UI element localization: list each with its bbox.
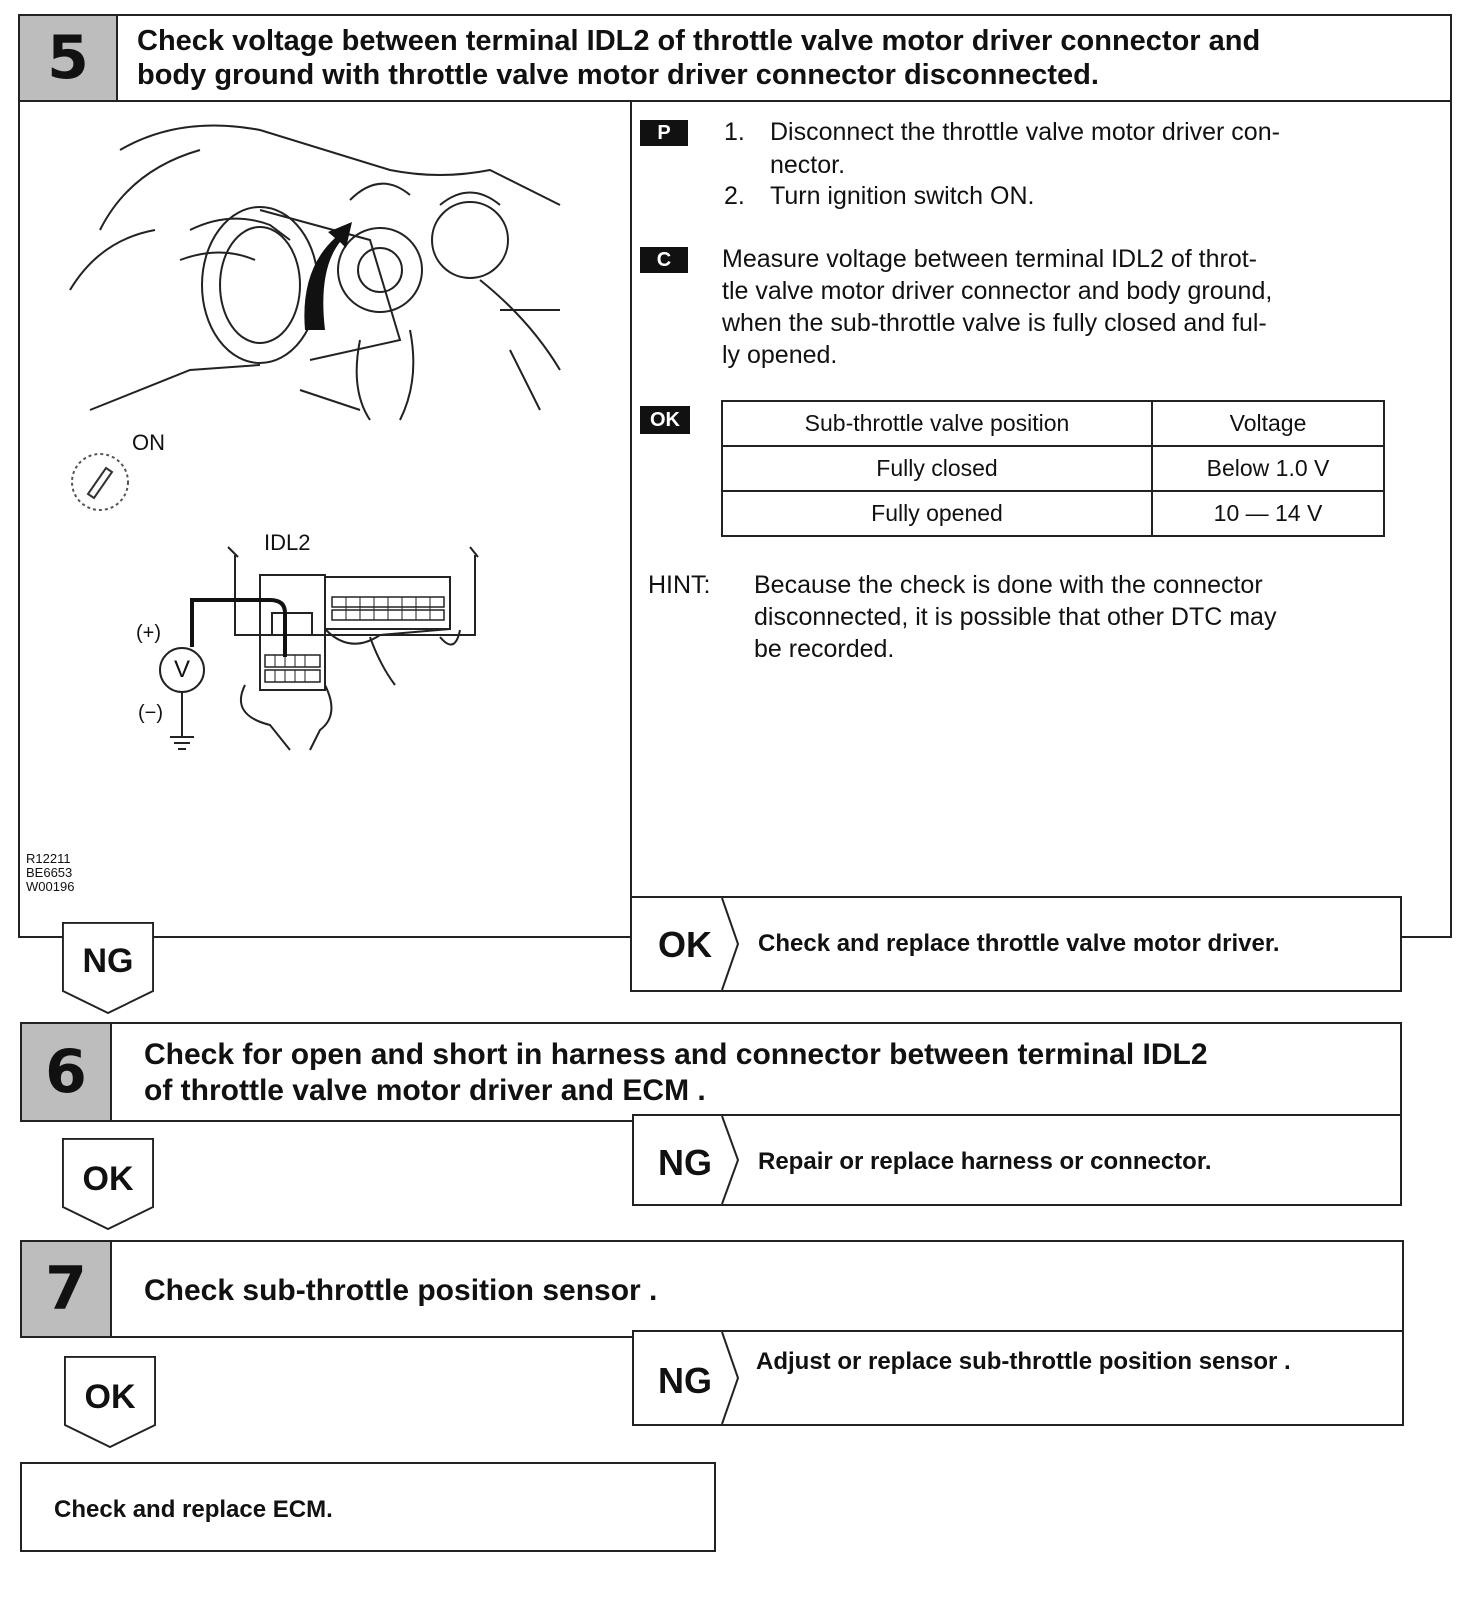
hint-label: HINT: (648, 571, 711, 599)
throttle-body-illustration (69, 124, 561, 421)
hint-line-2: disconnected, it is possible that other … (754, 603, 1277, 631)
table-row: Fully closed Below 1.0 V (721, 445, 1385, 492)
table-header-voltage: Voltage (1151, 400, 1385, 447)
step5-number: 5 (20, 16, 118, 100)
step7-title: Check sub-throttle position sensor . (144, 1274, 658, 1307)
ok-tag: OK (640, 406, 690, 434)
final-action-box (20, 1462, 716, 1552)
step7-result-text: Adjust or replace sub-throttle position … (756, 1348, 1291, 1375)
idl2-terminal-label: IDL2 (264, 530, 311, 555)
table-cell: Fully closed (721, 445, 1153, 492)
final-action-text: Check and replace ECM. (54, 1496, 333, 1523)
step6-number: 6 (22, 1024, 112, 1120)
voltage-spec-table: Sub-throttle valve position Voltage Full… (721, 400, 1385, 537)
step7-result-key: NG (658, 1360, 712, 1401)
voltmeter-symbol: V (173, 656, 190, 683)
step5-result-key: OK (658, 924, 712, 965)
step7-header (20, 1240, 1404, 1338)
prep-item-1-num: 1. (724, 118, 745, 146)
step6-next-tag: OK (82, 1160, 134, 1198)
table-row: Fully opened 10 — 14 V (721, 490, 1385, 537)
step5-title-line2: body ground with throttle valve motor dr… (137, 59, 1099, 91)
check-line-4: ly opened. (722, 341, 838, 369)
table-cell: Below 1.0 V (1151, 445, 1385, 492)
check-tag: C (640, 247, 688, 273)
table-cell: 10 — 14 V (1151, 490, 1385, 537)
step5-header (18, 14, 1452, 102)
step6-ng-result-box (632, 1114, 1402, 1206)
connector-wiring-diagram (159, 546, 479, 751)
result-arrow-divider (721, 1332, 740, 1424)
prep-item-2-line1: Turn ignition switch ON. (770, 182, 1035, 210)
step5-figure-panel (18, 100, 632, 938)
step6-result-key: NG (658, 1142, 712, 1183)
flow-arrow-icon (62, 1138, 154, 1230)
step6-title-line2: of throttle valve motor driver and ECM . (144, 1074, 706, 1107)
check-line-2: tle valve motor driver connector and bod… (722, 277, 1273, 305)
hint-line-1: Because the check is done with the conne… (754, 571, 1263, 599)
prep-item-1-line2: nector. (770, 151, 846, 179)
figure-code-2: BE6653 (26, 865, 73, 880)
prep-item-1-line1: Disconnect the throttle valve motor driv… (770, 118, 1280, 146)
step7-ng-result-box (632, 1330, 1404, 1426)
table-header-position: Sub-throttle valve position (721, 400, 1153, 447)
table-header-row: Sub-throttle valve position Voltage (721, 400, 1385, 447)
ignition-key-icon (71, 453, 129, 511)
step6-result-text: Repair or replace harness or connector. (758, 1148, 1212, 1175)
hint-line-3: be recorded. (754, 635, 895, 663)
figure-code-3: W00196 (26, 879, 75, 894)
step7-number: 7 (22, 1242, 112, 1336)
meter-minus-label: (−) (138, 702, 163, 724)
figure-code-1: R12211 (26, 851, 71, 866)
meter-plus-label: (+) (136, 622, 161, 644)
result-arrow-divider (721, 1116, 740, 1204)
flow-arrow-icon (62, 922, 154, 1014)
step7-next-tag: OK (84, 1378, 136, 1416)
step5-next-tag: NG (82, 942, 134, 980)
flow-arrow-icon (64, 1356, 156, 1448)
check-line-3: when the sub-throttle valve is fully clo… (722, 309, 1267, 337)
prep-tag: P (640, 120, 688, 146)
prep-item-2-num: 2. (724, 182, 745, 210)
step5-ok-result-box (630, 896, 1402, 992)
ignition-on-label: ON (132, 430, 165, 455)
step6-title-line1: Check for open and short in harness and … (144, 1038, 1208, 1071)
step5-title-line1: Check voltage between terminal IDL2 of t… (137, 25, 1261, 57)
step5-result-text: Check and replace throttle valve motor d… (758, 930, 1280, 957)
check-line-1: Measure voltage between terminal IDL2 of… (722, 245, 1257, 273)
table-cell: Fully opened (721, 490, 1153, 537)
result-arrow-divider (721, 898, 740, 990)
